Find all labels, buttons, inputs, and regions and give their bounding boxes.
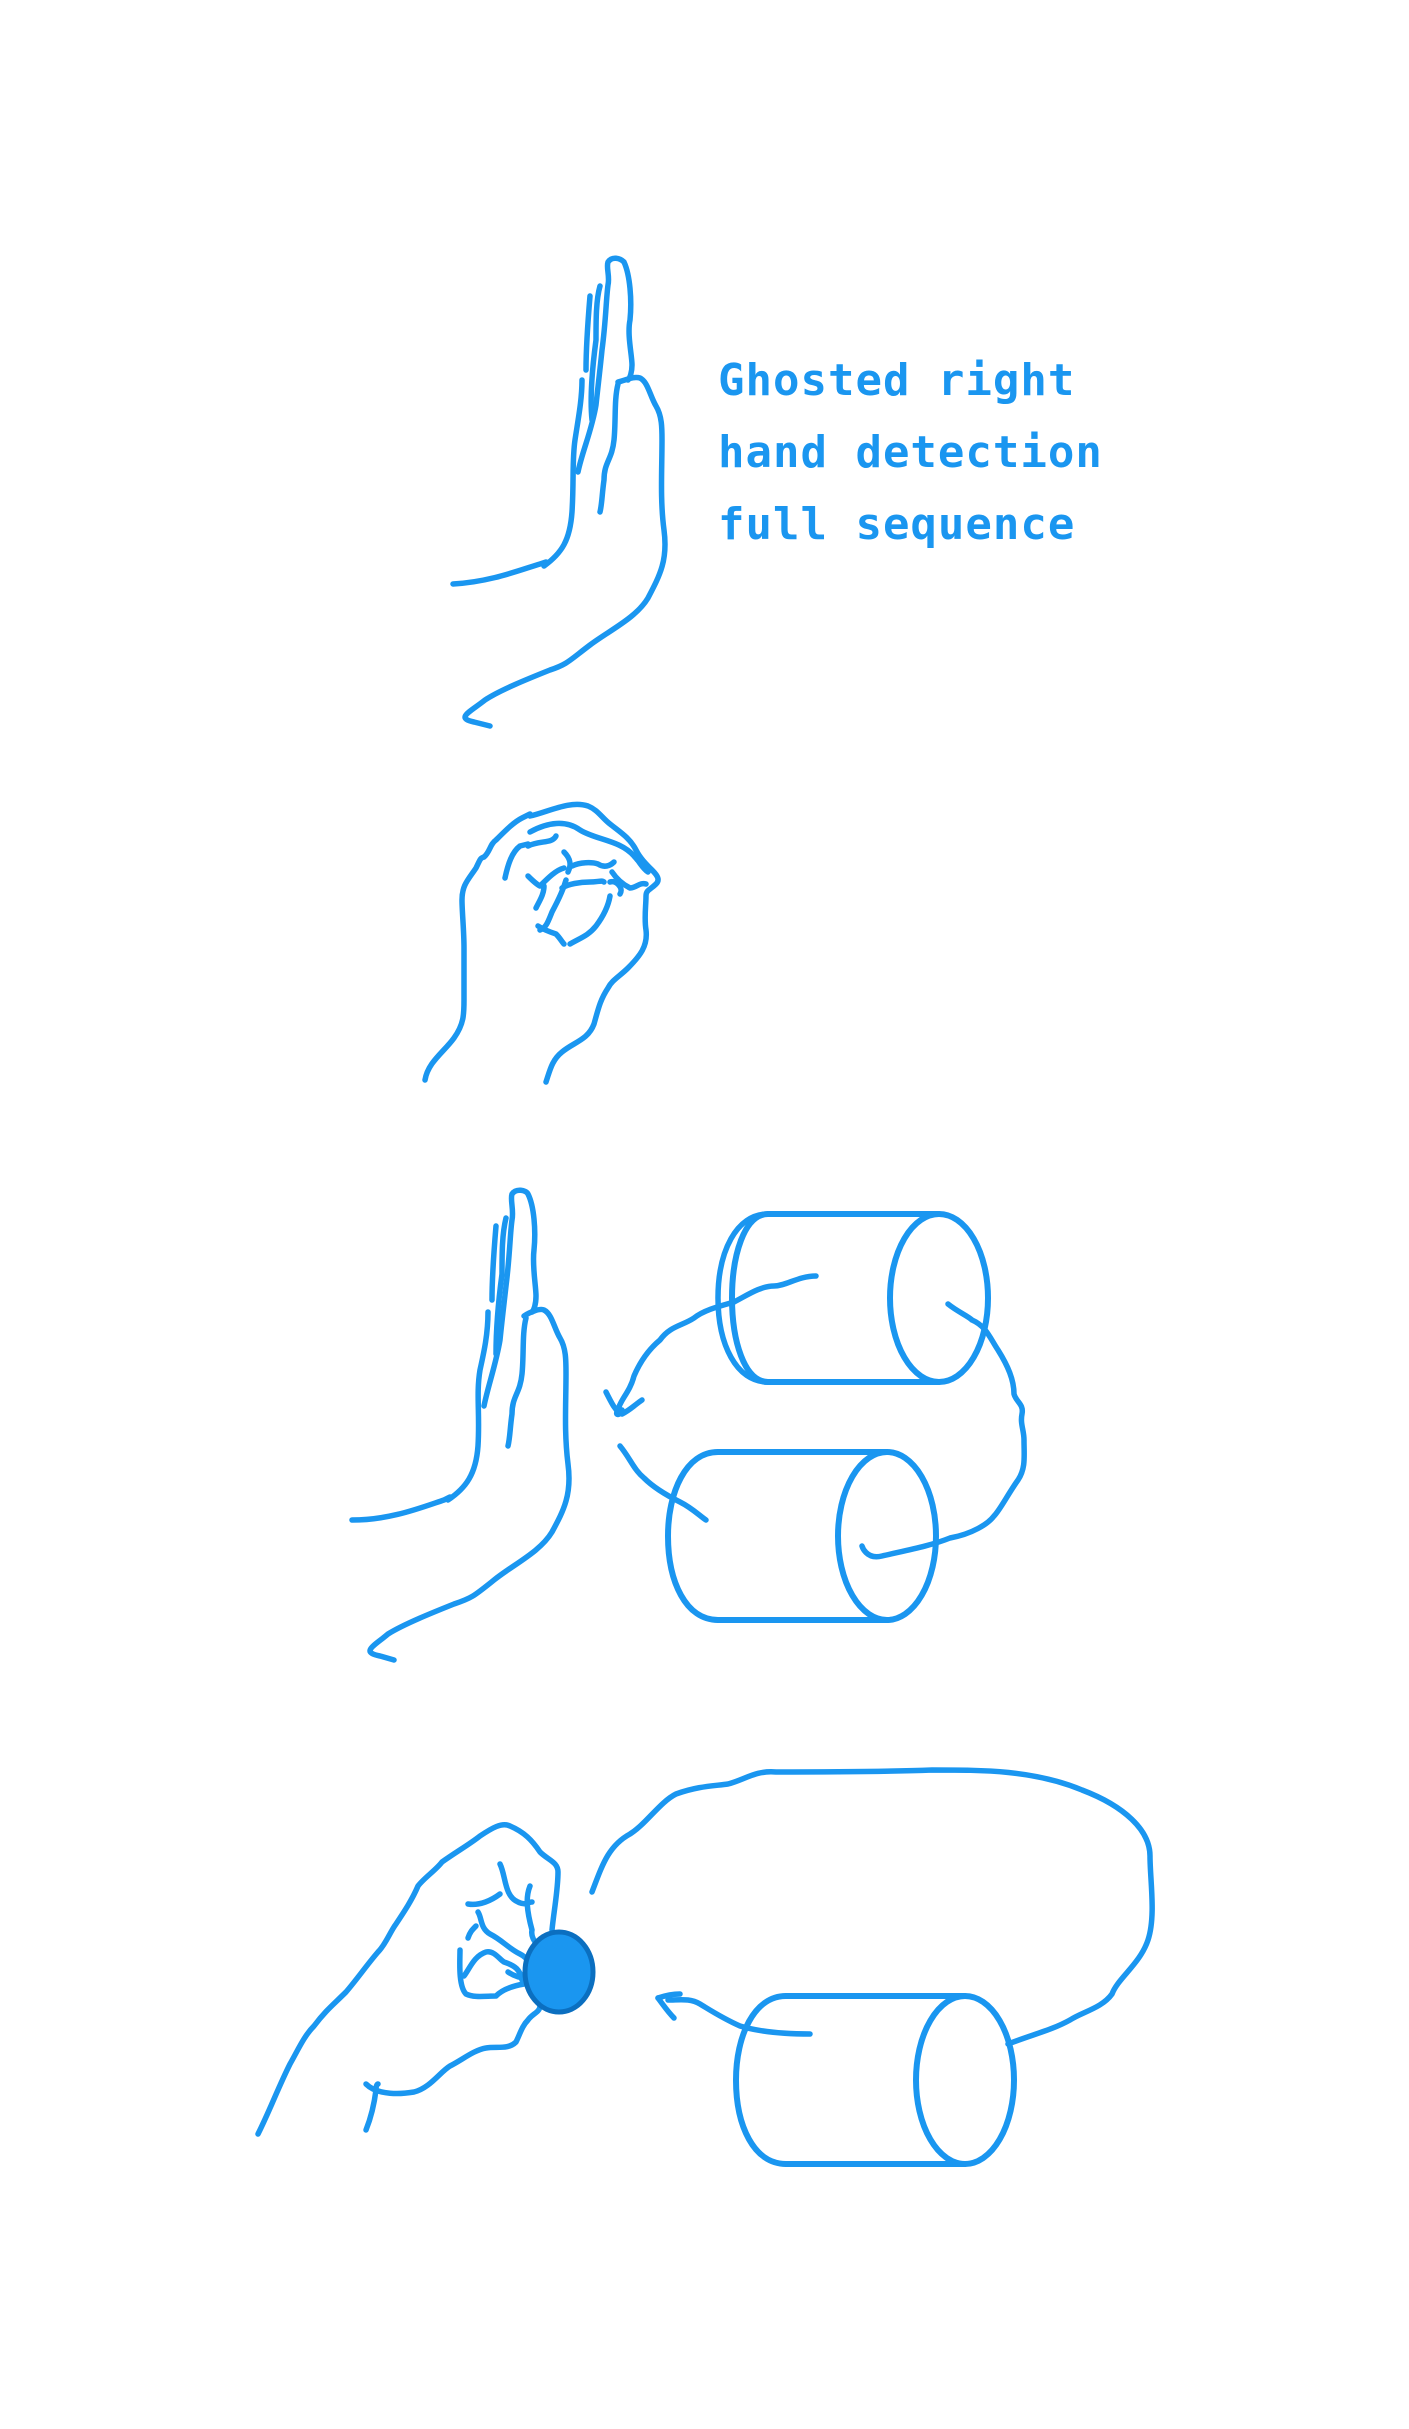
pinch-hand-holding-bead-with-cylinder-loop-icon (255, 1767, 1155, 2167)
caption-line-1: Ghosted right (718, 355, 1076, 406)
bead-marker (522, 1929, 596, 2015)
open-palm-right-hand-icon (450, 255, 668, 729)
pinch-grip-hand-icon (422, 801, 661, 1085)
caption-line-3: full sequence (718, 499, 1076, 550)
sequence-caption: Ghosted right hand detection full sequen… (718, 345, 1103, 561)
caption-line-2: hand detection (718, 427, 1103, 478)
open-palm-with-rotating-cylinders-icon (349, 1187, 1027, 1663)
